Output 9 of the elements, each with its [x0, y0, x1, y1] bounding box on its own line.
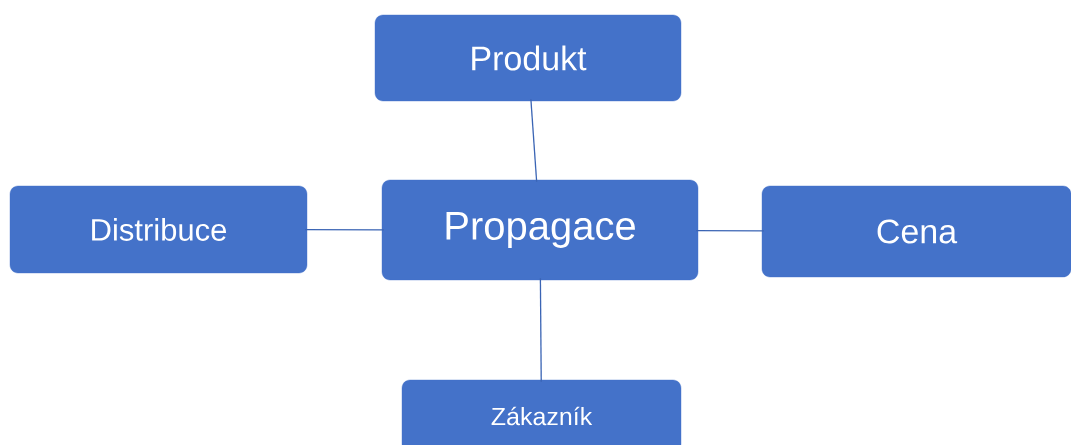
connector-line — [539, 277, 542, 383]
connector-line — [695, 229, 765, 232]
connector-line — [304, 229, 385, 231]
connector-line — [530, 98, 538, 183]
process-box: Zákazník — [401, 379, 682, 445]
process-box: Propagace — [381, 179, 699, 281]
process-box: Distribuce — [9, 185, 308, 274]
process-box: Produkt — [374, 14, 682, 102]
process-box: Cena — [761, 185, 1071, 278]
